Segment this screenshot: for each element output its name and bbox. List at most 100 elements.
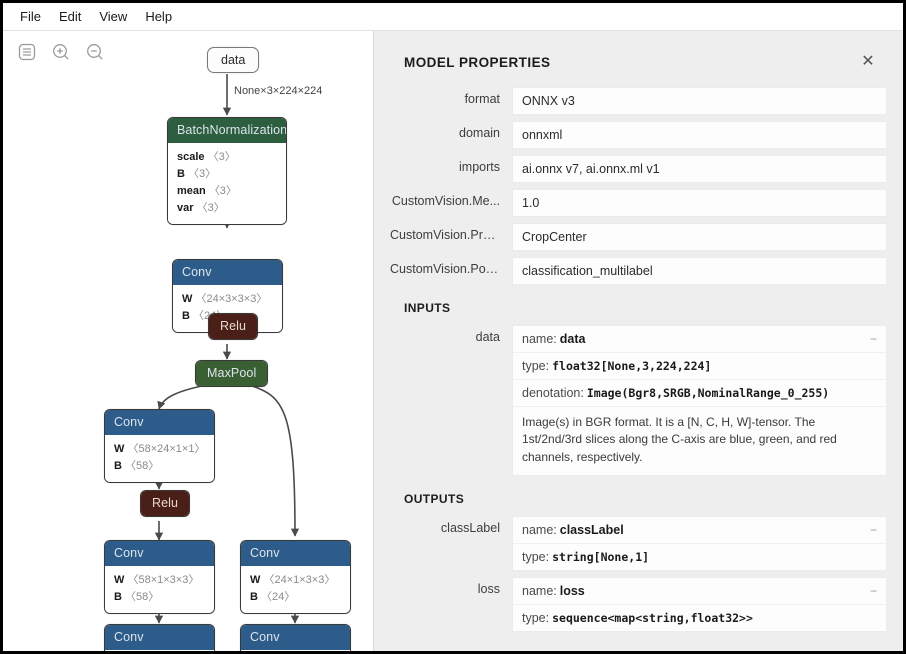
output-name-line: name:loss − xyxy=(513,578,886,606)
node-title: MaxPool xyxy=(196,361,268,386)
node-attr-row: W 〈58×24×1×1〉 xyxy=(114,441,205,458)
property-label: CustomVision.Me... xyxy=(391,194,500,208)
attr-shape: 〈3〉 xyxy=(188,168,217,181)
node-attr-row: W 〈24×3×3×3〉 xyxy=(182,291,273,308)
output-name-key: name: xyxy=(522,523,557,538)
graph-node-relu-1[interactable]: Relu xyxy=(208,313,259,340)
graph-node-relu-2[interactable]: Relu xyxy=(140,490,191,517)
node-attr-row: mean 〈3〉 xyxy=(177,183,277,200)
property-value[interactable]: onnxml xyxy=(512,121,887,149)
output-type-value: sequence<map<string,float32>> xyxy=(552,611,753,626)
zoom-out-icon[interactable] xyxy=(82,39,108,65)
collapse-icon[interactable]: − xyxy=(869,332,877,346)
graph-canvas[interactable]: data None×3×224×224 BatchNormalization s… xyxy=(3,31,373,651)
attr-name: W xyxy=(182,293,193,305)
graph-node-conv-4[interactable]: Conv W 〈24×1×3×3〉 B 〈24〉 xyxy=(240,540,351,615)
attr-shape: 〈24×3×3×3〉 xyxy=(195,293,268,305)
node-attributes xyxy=(241,650,350,651)
node-title: Conv xyxy=(241,625,350,650)
menu-item-edit[interactable]: Edit xyxy=(58,9,82,24)
property-label: domain xyxy=(459,126,500,140)
property-value[interactable]: CropCenter xyxy=(512,223,887,251)
section-title-outputs: OUTPUTS xyxy=(404,492,465,507)
input-denotation-value: Image(Bgr8,SRGB,NominalRange_0_255) xyxy=(586,386,830,400)
attr-shape: 〈3〉 xyxy=(208,185,237,198)
attr-name: B xyxy=(177,168,185,181)
input-denotation-key: denotation: xyxy=(522,386,584,400)
node-attributes: W 〈24×1×3×3〉 B 〈24〉 xyxy=(241,566,350,614)
attr-shape: 〈3〉 xyxy=(207,151,236,163)
input-row-data: data name:data − type:float32[None,3,224… xyxy=(390,325,887,477)
node-title: Conv xyxy=(241,541,350,566)
output-type-line: type:sequence<map<string,float32>> xyxy=(513,605,886,631)
output-name-value: classLabel xyxy=(559,523,624,538)
property-row-customvision-preprocess: CustomVision.Pre... CropCenter xyxy=(390,223,887,251)
collapse-icon[interactable]: − xyxy=(869,584,877,599)
zoom-in-icon[interactable] xyxy=(48,39,74,65)
input-name-line: name:data − xyxy=(513,326,886,353)
graph-node-maxpool[interactable]: MaxPool xyxy=(195,360,269,387)
input-type-line: type:float32[None,3,224,224] xyxy=(513,353,886,380)
attr-shape: 〈3〉 xyxy=(196,202,225,215)
attr-name: W xyxy=(250,574,261,586)
property-value[interactable]: ai.onnx v7, ai.onnx.ml v1 xyxy=(512,155,887,183)
graph-node-batchnormalization[interactable]: BatchNormalization scale 〈3〉 B 〈3〉 mean … xyxy=(167,117,287,226)
output-type-value: string[None,1] xyxy=(552,550,650,565)
output-label: classLabel xyxy=(440,521,500,536)
property-label: CustomVision.Pre... xyxy=(390,228,501,242)
properties-panel-icon[interactable] xyxy=(14,39,40,65)
node-attributes xyxy=(105,650,214,651)
input-type-key: type: xyxy=(522,359,550,373)
node-title: BatchNormalization xyxy=(168,118,286,143)
collapse-icon[interactable]: − xyxy=(869,523,877,538)
menu-item-file[interactable]: File xyxy=(20,9,41,24)
node-attr-row: scale 〈3〉 xyxy=(177,149,277,166)
output-details: name:classLabel − type:string[None,1] xyxy=(512,516,887,572)
graph-node-data[interactable]: data xyxy=(207,47,260,73)
property-row-format: format ONNX v3 xyxy=(390,87,887,115)
graph-node-conv-3[interactable]: Conv W 〈58×1×3×3〉 B 〈58〉 xyxy=(104,540,215,615)
node-title: Relu xyxy=(141,491,190,516)
property-label: CustomVision.Pos... xyxy=(390,262,503,276)
property-label: format xyxy=(464,92,500,106)
input-description: Image(s) in BGR format. It is a [N, C, H… xyxy=(522,415,837,464)
output-name-line: name:classLabel − xyxy=(513,517,886,545)
graph-node-conv-5[interactable]: Conv xyxy=(104,624,215,651)
menu-item-view[interactable]: View xyxy=(99,9,128,24)
close-icon[interactable]: ✕ xyxy=(861,53,875,70)
edge-label-data: None×3×224×224 xyxy=(234,85,323,97)
output-type-key: type: xyxy=(522,611,550,626)
node-title: Conv xyxy=(105,625,214,650)
attr-shape: 〈58〉 xyxy=(125,460,160,473)
input-details: name:data − type:float32[None,3,224,224]… xyxy=(512,325,887,477)
attr-name: mean xyxy=(177,185,206,198)
property-value[interactable]: 1.0 xyxy=(512,189,887,217)
output-type-line: type:string[None,1] xyxy=(513,544,886,570)
menu-item-help[interactable]: Help xyxy=(145,9,173,24)
node-attributes: W 〈58×24×1×1〉 B 〈58〉 xyxy=(105,435,214,483)
node-attributes: W 〈58×1×3×3〉 B 〈58〉 xyxy=(105,566,214,614)
graph-node-conv-2[interactable]: Conv W 〈58×24×1×1〉 B 〈58〉 xyxy=(104,409,215,484)
node-title: Relu xyxy=(209,314,258,339)
input-denotation-line: denotation:Image(Bgr8,SRGB,NominalRange_… xyxy=(513,380,886,407)
property-row-imports: imports ai.onnx v7, ai.onnx.ml v1 xyxy=(390,155,887,183)
node-attr-row: W 〈24×1×3×3〉 xyxy=(250,572,341,589)
output-row-loss: loss name:loss − type:sequence<map<strin… xyxy=(390,577,887,633)
attr-shape: 〈24×1×3×3〉 xyxy=(263,574,336,586)
output-name-key: name: xyxy=(522,584,557,599)
graph-toolbar xyxy=(14,39,108,65)
property-value[interactable]: classification_multilabel xyxy=(512,257,887,285)
menu-bar: File Edit View Help xyxy=(3,3,903,31)
input-name-key: name: xyxy=(522,332,557,346)
graph-node-conv-6[interactable]: Conv xyxy=(240,624,351,651)
output-name-value: loss xyxy=(559,584,585,599)
property-value[interactable]: ONNX v3 xyxy=(512,87,887,115)
output-row-classlabel: classLabel name:classLabel − type:string… xyxy=(390,516,887,572)
attr-name: B xyxy=(114,460,122,473)
input-name-value: data xyxy=(559,332,586,346)
attr-name: B xyxy=(114,591,122,604)
graph-node-data-label: data xyxy=(221,53,246,67)
node-attributes: scale 〈3〉 B 〈3〉 mean 〈3〉 var 〈3〉 xyxy=(168,143,286,225)
node-attr-row: B 〈58〉 xyxy=(114,458,205,475)
